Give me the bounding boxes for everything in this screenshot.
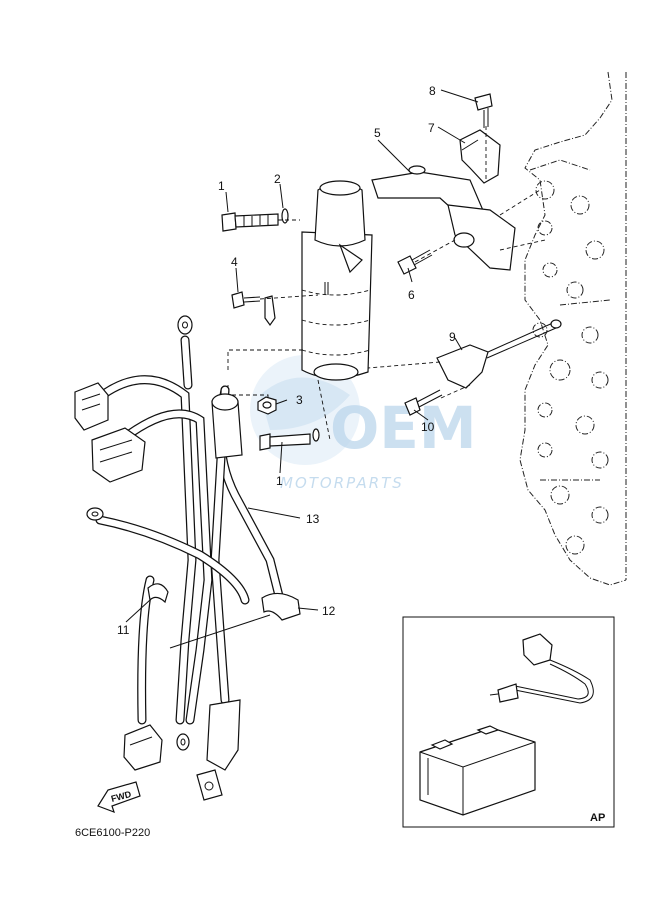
callout-5: 5: [374, 126, 381, 140]
positive-cable-9: [436, 319, 562, 389]
nut-3: [257, 396, 277, 415]
washer-2: [281, 208, 289, 224]
battery-cable-14: [489, 633, 594, 704]
callout-12: 12: [322, 604, 336, 618]
starter-bracket: [371, 165, 516, 271]
wire-harness-13: [85, 335, 285, 725]
callout-4: 4: [231, 255, 238, 269]
callout-9: 9: [449, 330, 456, 344]
callout-10: 10: [421, 420, 435, 434]
bolt-6: [397, 249, 433, 275]
ring-terminals: [86, 315, 223, 801]
callout-1: 1: [218, 179, 225, 193]
callout-1-lower: 1: [276, 474, 283, 488]
fwd-badge: FWD: [97, 781, 141, 814]
bolt-8: [474, 93, 493, 128]
callout-3: 3: [296, 393, 303, 407]
callout-8: 8: [429, 84, 436, 98]
callout-11: 11: [117, 623, 130, 637]
assembly-leaders: [227, 126, 546, 441]
holder-12: [261, 592, 301, 621]
inset-label: AP: [590, 812, 605, 824]
engine-block: [519, 71, 627, 586]
coupler-lower: [123, 724, 163, 771]
callout-13: 13: [306, 512, 320, 526]
bolt-4: [231, 291, 276, 327]
watermark-sub: MOTORPARTS: [280, 474, 404, 492]
watermark-main: OEM: [330, 394, 477, 462]
coupler-upper: [74, 382, 109, 431]
bracket-7: [459, 129, 501, 184]
bolt-1-upper: [221, 212, 279, 232]
clamp-11: [147, 583, 169, 604]
callout-7: 7: [428, 121, 435, 135]
starter-motor: [301, 180, 373, 381]
coupler-middle: [91, 427, 146, 483]
cable-boot: [206, 393, 243, 771]
callout-6: 6: [408, 288, 415, 302]
callout-2: 2: [274, 172, 281, 186]
inset-box: AP: [402, 616, 615, 828]
bolt-10: [404, 389, 443, 416]
diagram-code: 6CE6100-P220: [75, 827, 150, 839]
bolt-1-lower: [259, 428, 320, 451]
battery: [419, 725, 536, 816]
watermark: OEM MOTORPARTS: [250, 355, 477, 492]
